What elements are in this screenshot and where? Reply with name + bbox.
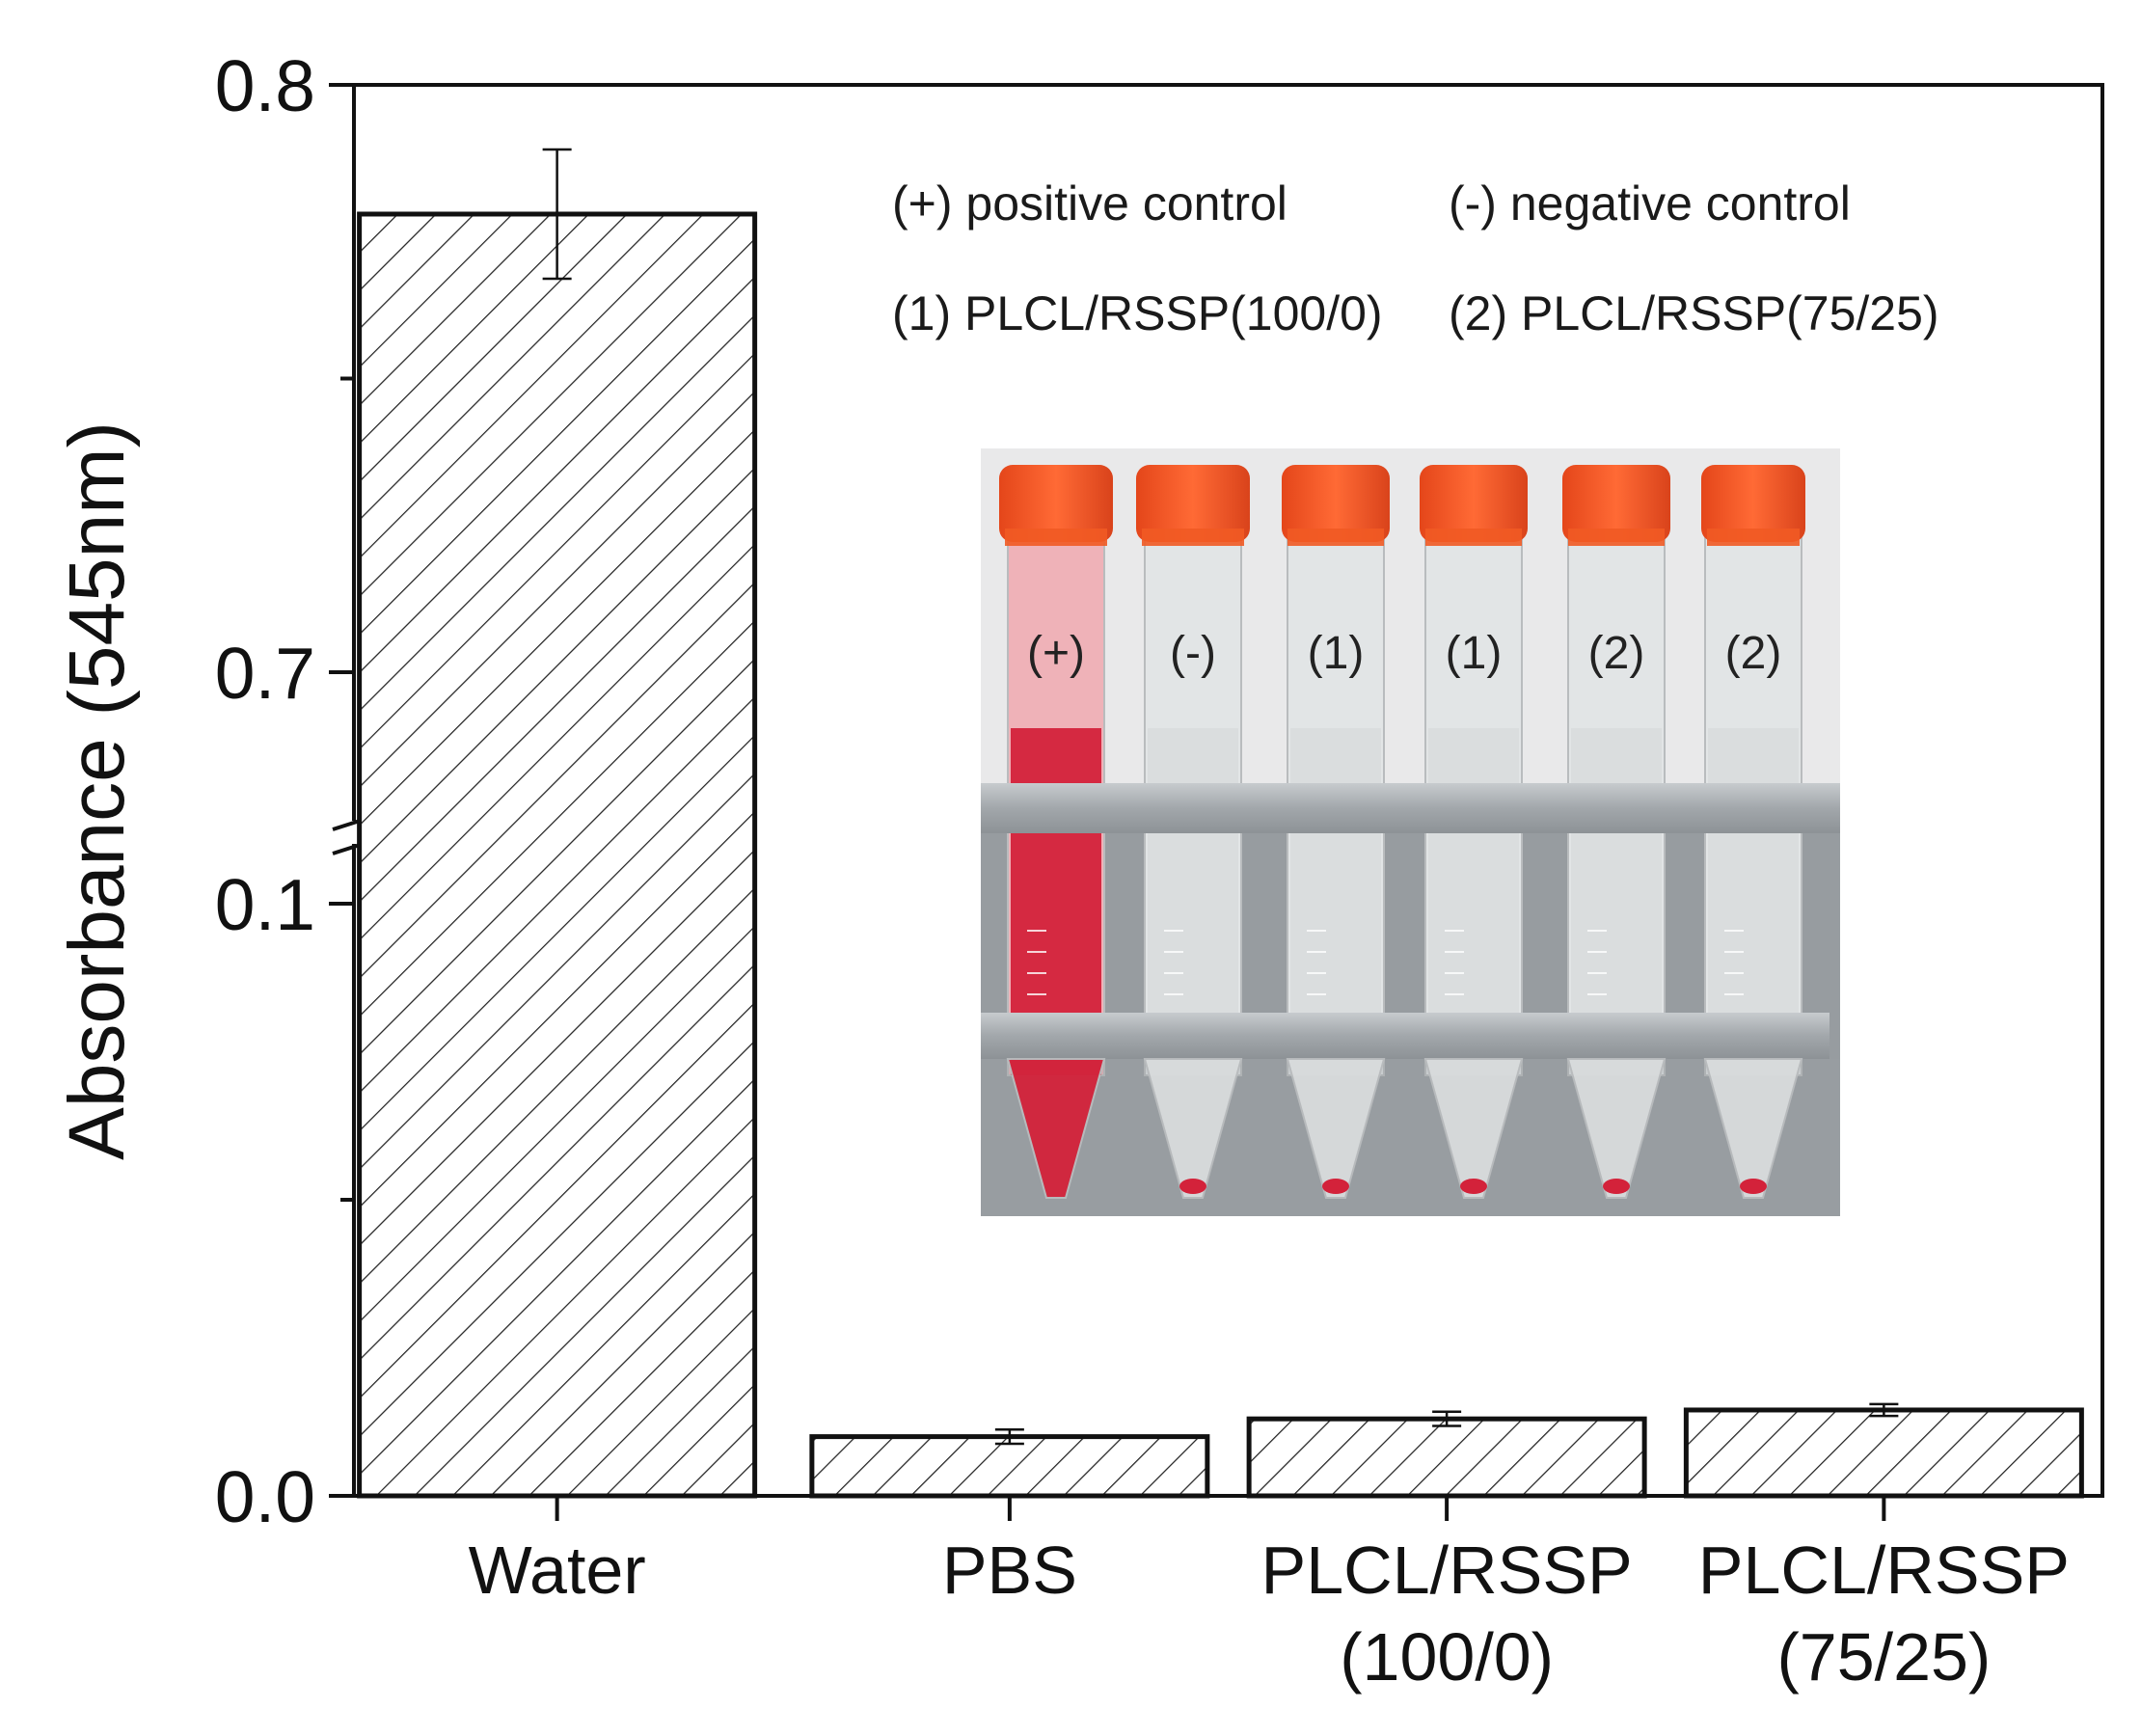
annotation-sample-2: (2) PLCL/RSSP(75/25)	[1449, 286, 1939, 340]
tube-label: (2)	[1725, 628, 1782, 679]
tube-cap	[1701, 465, 1805, 542]
tube-label: (-)	[1170, 628, 1216, 679]
tube-label: (2)	[1588, 628, 1645, 679]
annotation-negative-control: (-) negative control	[1449, 176, 1851, 231]
y-ticks-layer: 0.0 0.1 0.7 0.8	[215, 45, 354, 1537]
tube-label: (1)	[1308, 628, 1365, 679]
tube-tip	[1143, 1058, 1243, 1199]
tube-tip	[1006, 1058, 1106, 1199]
tube-label: (+)	[1027, 628, 1085, 679]
bar	[1246, 1416, 1647, 1499]
bars-layer	[357, 211, 2084, 1499]
tube-cap	[1420, 465, 1528, 542]
cell-pellet	[1460, 1179, 1487, 1194]
y-axis-title: Absorbance (545nm)	[53, 421, 141, 1160]
bar	[357, 211, 758, 1499]
y-tick-label: 0.0	[215, 1456, 315, 1537]
tube-cap-rim	[1287, 529, 1384, 546]
annotation-sample-1: (1) PLCL/RSSP(100/0)	[892, 286, 1383, 340]
bar	[1683, 1407, 2084, 1499]
tube-cap-rim	[1707, 529, 1800, 546]
tube-cap-rim	[1142, 529, 1244, 546]
tube-cap-rim	[1568, 529, 1665, 546]
cell-pellet	[1322, 1179, 1349, 1194]
cell-pellet	[1740, 1179, 1767, 1194]
cell-pellet	[1179, 1179, 1206, 1194]
tube-tip	[1286, 1058, 1386, 1199]
cell-pellet	[1603, 1179, 1630, 1194]
inset-photo: (+) (-) (1) (1) (2) (2)	[981, 448, 1840, 1216]
tube-tip	[1566, 1058, 1667, 1199]
annotation-positive-control: (+) positive control	[892, 176, 1287, 231]
y-tick-label: 0.7	[215, 633, 315, 714]
x-category-label: PBS	[942, 1533, 1077, 1608]
bar	[809, 1434, 1210, 1499]
tube-cap-rim	[1005, 529, 1107, 546]
tube-tip	[1703, 1058, 1803, 1199]
tube-cap-rim	[1425, 529, 1522, 546]
tube-cap	[1562, 465, 1670, 542]
y-tick-label: 0.8	[215, 45, 315, 126]
x-category-label: PLCL/RSSP(100/0)	[1261, 1533, 1633, 1695]
tube-label: (1)	[1446, 628, 1503, 679]
tube-cap	[1282, 465, 1390, 542]
tube-cap	[999, 465, 1113, 542]
x-category-label: Water	[469, 1533, 646, 1608]
x-category-label: PLCL/RSSP(75/25)	[1698, 1533, 2070, 1695]
error-bars-layer	[542, 148, 1899, 1446]
plot-frame	[352, 83, 2104, 1498]
x-ticks-layer: Water PBS PLCL/RSSP(100/0) PLCL/RSSP(75/25)	[469, 1496, 2070, 1695]
y-tick-label: 0.1	[215, 864, 315, 945]
tube-cap	[1136, 465, 1250, 542]
tube-tip	[1423, 1058, 1524, 1199]
